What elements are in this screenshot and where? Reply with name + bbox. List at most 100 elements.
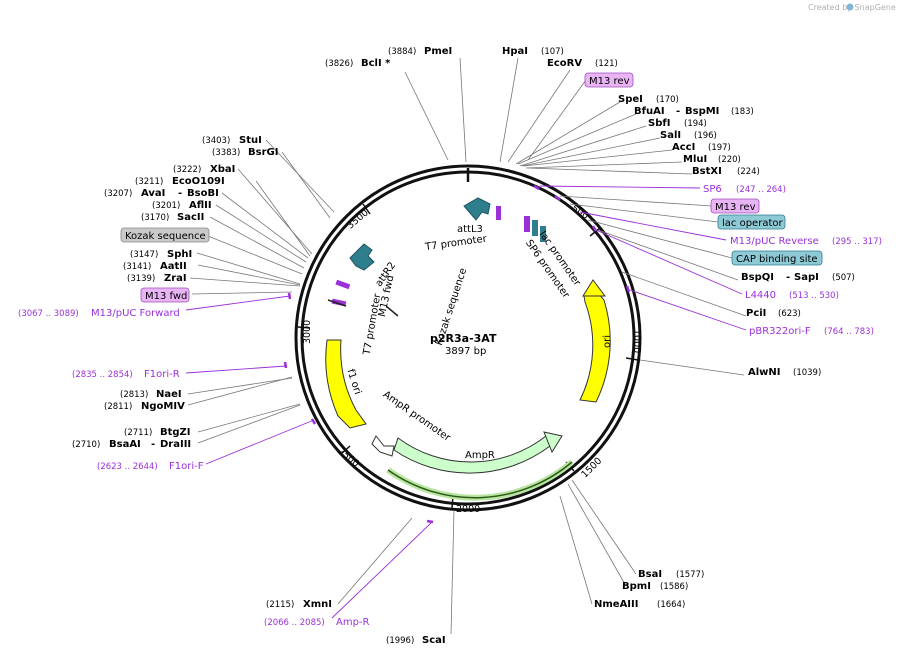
enzyme-name: SbfI	[648, 118, 670, 129]
enzyme-name: NmeAIII	[594, 599, 638, 610]
enzyme-name: SacII	[177, 212, 204, 223]
enzyme-pos: (623)	[778, 309, 801, 319]
plasmid-name: p2R3a-3AT	[430, 332, 497, 345]
enzyme-name: BtgZI	[160, 427, 191, 438]
enzyme-name: BsrGI	[248, 147, 278, 158]
enzyme-name2: SapI	[794, 272, 819, 283]
t7-promoter-top-label: T7 promoter	[423, 233, 488, 253]
enzyme-name: ScaI	[422, 635, 446, 646]
enzyme-name-dash: -	[151, 439, 155, 450]
enzyme-pos: (183)	[731, 107, 754, 117]
left-small-markers	[327, 279, 399, 317]
enzyme-pos: (3826)	[325, 59, 353, 69]
enzyme-pos: (107)	[541, 47, 564, 57]
enzyme-name: NgoMIV	[141, 401, 185, 412]
primer-pos: (764 .. 783)	[824, 327, 874, 337]
enzyme-pos: (121)	[595, 59, 618, 69]
enzyme-name: AlwNI	[748, 367, 781, 378]
enzyme-name2: DraIII	[160, 439, 191, 450]
enzyme-pos: (507)	[832, 273, 855, 283]
enzyme-name: AccI	[672, 142, 695, 153]
enzyme-name: AatII	[160, 261, 187, 272]
cap-binding-site-label: CAP binding site	[736, 254, 818, 265]
enzyme-pos: (197)	[708, 143, 731, 153]
primer-name: L4440	[745, 290, 776, 301]
primer-pos: (295 .. 317)	[832, 237, 882, 247]
enzyme-name: BstXI	[692, 166, 722, 177]
enzyme-name: SphI	[167, 249, 192, 260]
scale-ticks	[297, 168, 639, 509]
enzyme-pos: (3383)	[212, 148, 240, 158]
enzyme-pos: (220)	[718, 155, 741, 165]
m13-rev-box-label: M13 rev	[715, 202, 756, 213]
enzyme-pos: (3147)	[130, 250, 158, 260]
primer-name: pBR322ori-F	[749, 326, 811, 337]
kozak-sequence-box	[120, 227, 210, 243]
primer-name: Amp-R	[336, 617, 370, 628]
m13-fwd-box	[140, 287, 190, 303]
primer-name: F1ori-R	[144, 369, 180, 380]
enzyme-name: BfuAI	[634, 106, 665, 117]
enzyme-pos: (2811)	[104, 402, 132, 412]
enzyme-pos: (3139)	[127, 274, 155, 284]
tick-label: 3500	[345, 207, 371, 231]
enzyme-pos: (196)	[694, 131, 717, 141]
enzyme-pos: (2115)	[266, 600, 294, 610]
primer-pos: (247 .. 264)	[736, 185, 786, 195]
enzyme-name: XmnI	[303, 599, 332, 610]
m13-fwd-box-label: M13 fwd	[145, 291, 187, 302]
primer-pos: (3067 .. 3089)	[18, 309, 79, 319]
enzyme-name: BsaI	[638, 569, 662, 580]
enzyme-name2: BspMI	[685, 106, 719, 117]
enzyme-pos: (170)	[656, 95, 679, 105]
enzyme-pos: (3884)	[388, 47, 416, 57]
enzyme-pos: (1039)	[793, 368, 821, 378]
m13-rev-box-label: M13 rev	[589, 76, 630, 87]
enzyme-name: AflII	[189, 200, 212, 211]
enzyme-name: SalI	[660, 130, 681, 141]
enzyme-name: BpmI	[622, 581, 651, 592]
f1-ori-feature	[325, 339, 367, 429]
enzyme-pos: (2711)	[124, 428, 152, 438]
enzyme-name: BclI *	[361, 58, 391, 69]
enzyme-pos: (3201)	[152, 201, 180, 211]
enzyme-name-dash: -	[786, 272, 790, 283]
enzyme-name: BspQI	[741, 272, 774, 283]
ampr-arrowhead	[543, 431, 563, 454]
enzyme-pos: (3211)	[135, 177, 163, 187]
primer-name: M13/pUC Reverse	[730, 236, 819, 247]
attl3-label: attL3	[457, 224, 483, 235]
ori-arrowhead	[582, 279, 606, 297]
enzyme-name: EcoRV	[547, 58, 582, 69]
lac-operator-box	[717, 214, 786, 230]
enzyme-name: StuI	[239, 135, 262, 146]
enzyme-pos: (1664)	[657, 600, 685, 610]
enzyme-name: AvaI	[141, 188, 165, 199]
enzyme-pos: (2710)	[72, 440, 100, 450]
cap-binding-site-box	[731, 250, 823, 266]
attr2-feature	[349, 243, 375, 271]
attl3-feature	[463, 197, 491, 221]
enzyme-pos: (3222)	[173, 165, 201, 175]
enzyme-name: PciI	[746, 308, 766, 319]
enzyme-pos: (3141)	[123, 262, 151, 272]
enzyme-pos: (2813)	[120, 390, 148, 400]
enzyme-name: NaeI	[156, 389, 182, 400]
enzyme-pos: (194)	[684, 119, 707, 129]
enzyme-pos: (1577)	[676, 570, 704, 580]
enzyme-name: MluI	[683, 154, 707, 165]
enzyme-leaders	[187, 57, 747, 635]
ori-feature	[579, 285, 611, 403]
ampr-highlight-line	[387, 461, 573, 499]
primer-name: SP6	[703, 184, 722, 195]
enzyme-name: PmeI	[424, 46, 452, 57]
enzyme-name: BsaAI	[109, 439, 141, 450]
primer-pos: (513 .. 530)	[789, 291, 839, 301]
primer-pos: (2066 .. 2085)	[264, 618, 325, 628]
enzyme-pos: (3403)	[202, 136, 230, 146]
enzyme-name: SpeI	[618, 94, 643, 105]
tick-label: 1000	[631, 329, 642, 353]
enzyme-pos: (224)	[737, 167, 760, 177]
lac-operator-label: lac operator	[722, 218, 783, 229]
